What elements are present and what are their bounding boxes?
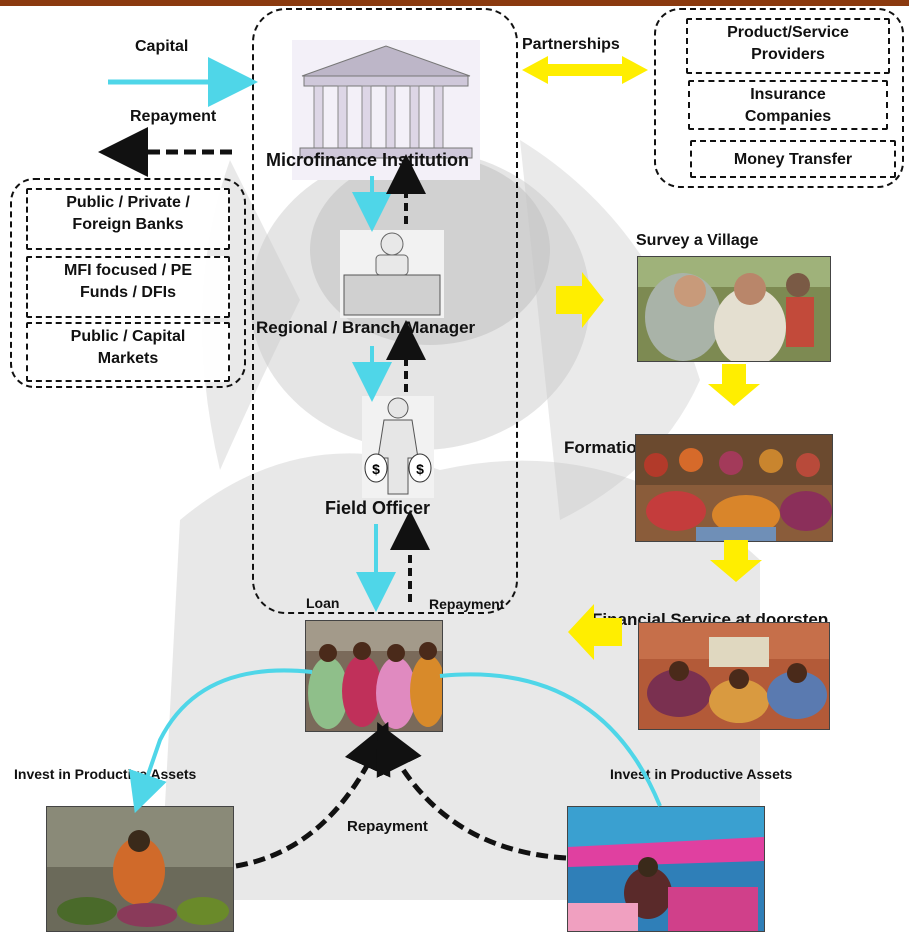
invest-left-label: Invest in Productive Assets [14,766,197,782]
funding-source-banks: Public / Private / Foreign Banks [26,188,230,250]
bank-building-icon [292,40,480,180]
funding-source-funds-line2: Funds / DFIs [80,284,176,301]
loan-label: Loan [306,595,340,611]
field-officer-icon: $ $ [362,396,434,498]
partnerships-label: Partnerships [522,36,620,53]
manager-label: Regional / Branch Manager [256,318,476,337]
institution-title: Microfinance Institution [266,150,470,170]
survey-label: Survey a Village [636,232,759,249]
partner-money-transfer: Money Transfer [690,140,896,178]
vendor-vegetables-photo [46,806,234,932]
funding-source-markets: Public / Capital Markets [26,322,230,382]
womens-group-photo [305,620,443,732]
funding-source-markets-line2: Markets [97,350,159,367]
field-officer-label: Field Officer [325,498,431,518]
institution-container [252,8,518,614]
partner-insurance-line1: Insurance [750,86,826,103]
invest-right-label: Invest in Productive Assets [610,766,793,782]
svg-text:$: $ [416,461,424,477]
repayment-left-label: Repayment [130,108,217,125]
funding-source-markets-line1: Public / Capital [70,328,186,345]
partners-group [654,8,904,188]
funding-source-funds-line1: MFI focused / PE [63,262,192,279]
partner-insurance-line2: Companies [744,108,832,125]
funding-sources-group [10,178,246,388]
svg-text:$: $ [372,461,380,477]
textile-stall-photo [567,806,765,932]
partner-money-transfer-line1: Money Transfer [733,151,853,168]
repayment-group-label: Repayment [429,596,505,612]
doorstep-service-photo [638,622,830,730]
partner-product-service-line1: Product/Service [727,24,849,41]
partner-product-service: Product/Service Providers [686,18,890,74]
funding-source-banks-line2: Foreign Banks [72,216,184,233]
survey-village-photo [637,256,831,362]
partner-product-service-line2: Providers [751,46,825,63]
partner-insurance: Insurance Companies [688,80,888,130]
repayment-bottom-label: Repayment [347,818,428,835]
header-bar [0,0,909,6]
funding-source-funds: MFI focused / PE Funds / DFIs [26,256,230,318]
group-training-photo [635,434,833,542]
manager-desk-icon [340,230,444,318]
funding-source-banks-line1: Public / Private / [66,194,190,211]
capital-label: Capital [135,38,189,55]
